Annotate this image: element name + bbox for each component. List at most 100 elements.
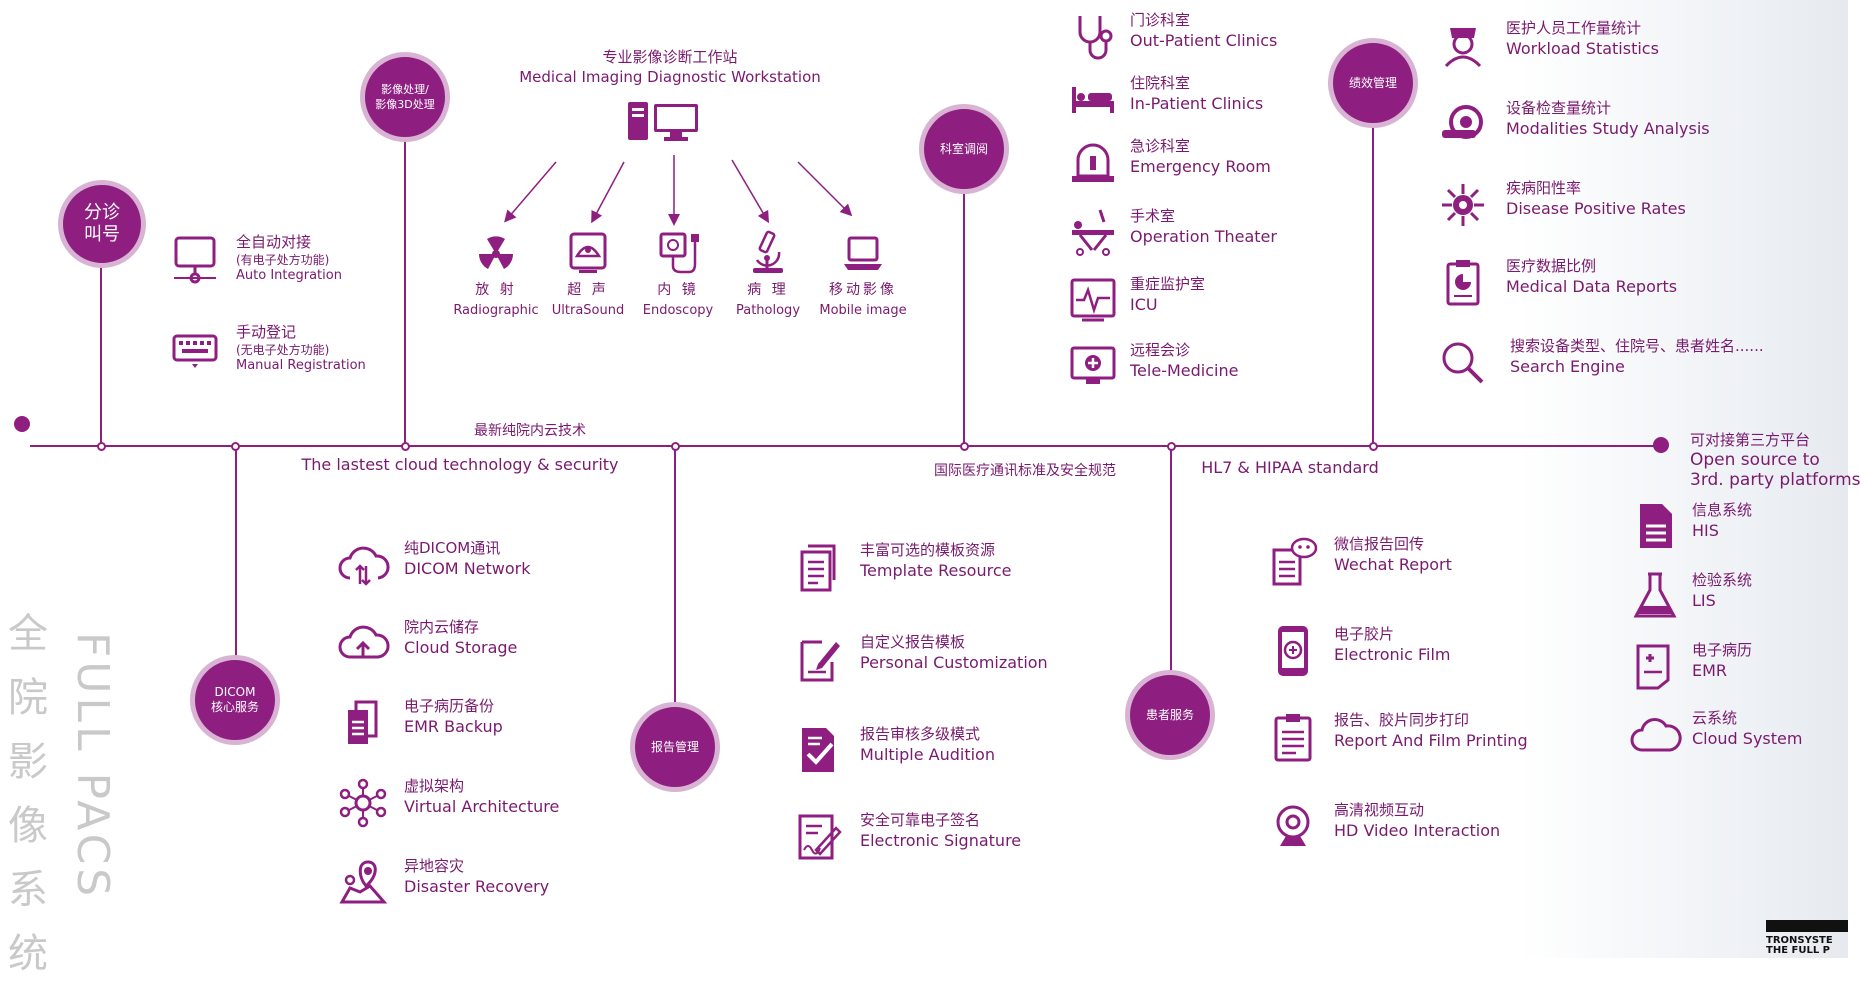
- modality-zh: 移动影像: [829, 282, 897, 298]
- modality-en: Mobile image: [819, 303, 907, 318]
- modality-pathology: 病 理 Pathology: [720, 230, 816, 322]
- network-icon: [336, 776, 390, 830]
- modality-en: Endoscopy: [642, 303, 714, 318]
- patient-zh: 报告、胶片同步打印: [1334, 711, 1470, 729]
- workstation-title-en: Medical Imaging Diagnostic Workstation: [519, 68, 821, 86]
- dept-en: Emergency Room: [1130, 157, 1271, 176]
- dept-en: Tele-Medicine: [1130, 361, 1239, 380]
- dept-zh: 门诊科室: [1130, 11, 1191, 29]
- timeline-node: [97, 442, 106, 451]
- workstation-icon: [626, 100, 702, 144]
- triage-item-sub: (无电子处方功能): [236, 343, 330, 357]
- bed-icon: [1066, 73, 1116, 123]
- dept-item: 重症监护室 ICU: [1066, 274, 1205, 324]
- ecg-icon: [1066, 274, 1116, 324]
- third-party-item-zh: 信息系统: [1692, 501, 1753, 519]
- performance-zh: 医护人员工作量统计: [1506, 19, 1642, 37]
- modality-en: UltraSound: [551, 303, 625, 318]
- surgery-icon: [1066, 206, 1116, 256]
- performance-en: Medical Data Reports: [1506, 277, 1678, 296]
- performance-en: Search Engine: [1510, 357, 1625, 376]
- connector-image-proc: [404, 140, 406, 446]
- patient-en: Electronic Film: [1334, 645, 1451, 664]
- scanner-icon: [1436, 98, 1492, 152]
- third-party-en-2: 3rd. party platforms: [1690, 470, 1861, 490]
- map-pin-icon: [336, 856, 390, 910]
- signature-icon: [792, 810, 846, 864]
- circle-patient-service: 患者服务: [1125, 670, 1215, 760]
- triage-item-zh: 手动登记: [236, 323, 297, 341]
- dicom-en: Disaster Recovery: [404, 877, 550, 896]
- cloud-icon: [1628, 708, 1682, 758]
- triage-item-auto: 全自动对接 (有电子处方功能) Auto Integration: [168, 232, 342, 286]
- dicom-en: DICOM Network: [404, 559, 531, 578]
- timeline-node: [671, 442, 680, 451]
- timeline-node: [231, 442, 240, 451]
- dept-zh: 急诊科室: [1130, 137, 1191, 155]
- modality-ultrasound: 超 声 UltraSound: [540, 230, 636, 322]
- circle-image-processing: 影像处理/ 影像3D处理: [360, 52, 450, 142]
- dept-zh: 远程会诊: [1130, 341, 1191, 359]
- third-party-item-zh: 检验系统: [1692, 571, 1753, 589]
- third-party-item: 电子病历 EMR: [1628, 640, 1752, 690]
- triage-item-en: Auto Integration: [236, 268, 342, 283]
- cloud-network-icon: [336, 538, 390, 592]
- dicom-en: EMR Backup: [404, 717, 503, 736]
- virus-icon: [1436, 178, 1492, 232]
- report-zh: 安全可靠电子签名: [860, 811, 981, 829]
- timeline-start-dot: [14, 416, 30, 432]
- third-party-item-en: HIS: [1692, 521, 1719, 540]
- dept-zh: 手术室: [1130, 207, 1176, 225]
- triage-item-sub: (有电子处方功能): [236, 253, 330, 267]
- dicom-en: Virtual Architecture: [404, 797, 560, 816]
- dept-zh: 重症监护室: [1130, 275, 1206, 293]
- third-party-item: 信息系统 HIS: [1628, 500, 1752, 550]
- patient-en: HD Video Interaction: [1334, 821, 1501, 840]
- report-zh: 丰富可选的模板资源: [860, 541, 996, 559]
- laptop-icon: [815, 230, 911, 280]
- dicom-item: 异地容灾 Disaster Recovery: [336, 856, 549, 910]
- circle-performance: 绩效管理: [1328, 38, 1418, 128]
- third-party-item-en: LIS: [1692, 591, 1716, 610]
- stethoscope-icon: [1066, 10, 1116, 60]
- performance-en: Workload Statistics: [1506, 39, 1659, 58]
- document-icon: [1628, 500, 1678, 550]
- timeline-node: [401, 442, 410, 451]
- connector-dept: [963, 186, 965, 446]
- dept-item: 手术室 Operation Theater: [1066, 206, 1277, 256]
- performance-en: Modalities Study Analysis: [1506, 119, 1710, 138]
- triage-item-manual: 手动登记 (无电子处方功能) Manual Registration: [168, 322, 366, 376]
- modality-mobile: 移动影像 Mobile image: [815, 230, 911, 322]
- third-party-item-en: EMR: [1692, 661, 1728, 680]
- dept-zh: 住院科室: [1130, 74, 1191, 92]
- dept-en: In-Patient Clinics: [1130, 94, 1264, 113]
- keyboard-icon: [168, 322, 222, 376]
- modality-radiographic: 放 射 Radiographic: [448, 230, 544, 322]
- dept-en: Operation Theater: [1130, 227, 1277, 246]
- dept-item: 急诊科室 Emergency Room: [1066, 136, 1271, 186]
- third-party-en-1: Open source to: [1690, 450, 1820, 470]
- search-icon: [1436, 336, 1496, 390]
- circle-dept-review: 科室调阅: [919, 104, 1009, 194]
- performance-item: 医护人员工作量统计 Workload Statistics: [1436, 18, 1659, 72]
- patient-zh: 电子胶片: [1334, 625, 1395, 643]
- microscope-icon: [720, 230, 816, 280]
- report-en: Template Resource: [860, 561, 1012, 580]
- third-party-item-zh: 电子病历: [1692, 641, 1753, 659]
- patient-en: Wechat Report: [1334, 555, 1452, 574]
- modality-zh: 放 射: [475, 282, 517, 298]
- circle-report-mgmt: 报告管理: [630, 702, 720, 792]
- dicom-zh: 院内云储存: [404, 618, 480, 636]
- dicom-zh: 异地容灾: [404, 857, 465, 875]
- modality-zh: 超 声: [567, 282, 609, 298]
- third-party-heading: 可对接第三方平台 Open source to 3rd. party platf…: [1690, 430, 1861, 490]
- background-fade: [1518, 0, 1848, 958]
- dept-en: ICU: [1130, 295, 1158, 314]
